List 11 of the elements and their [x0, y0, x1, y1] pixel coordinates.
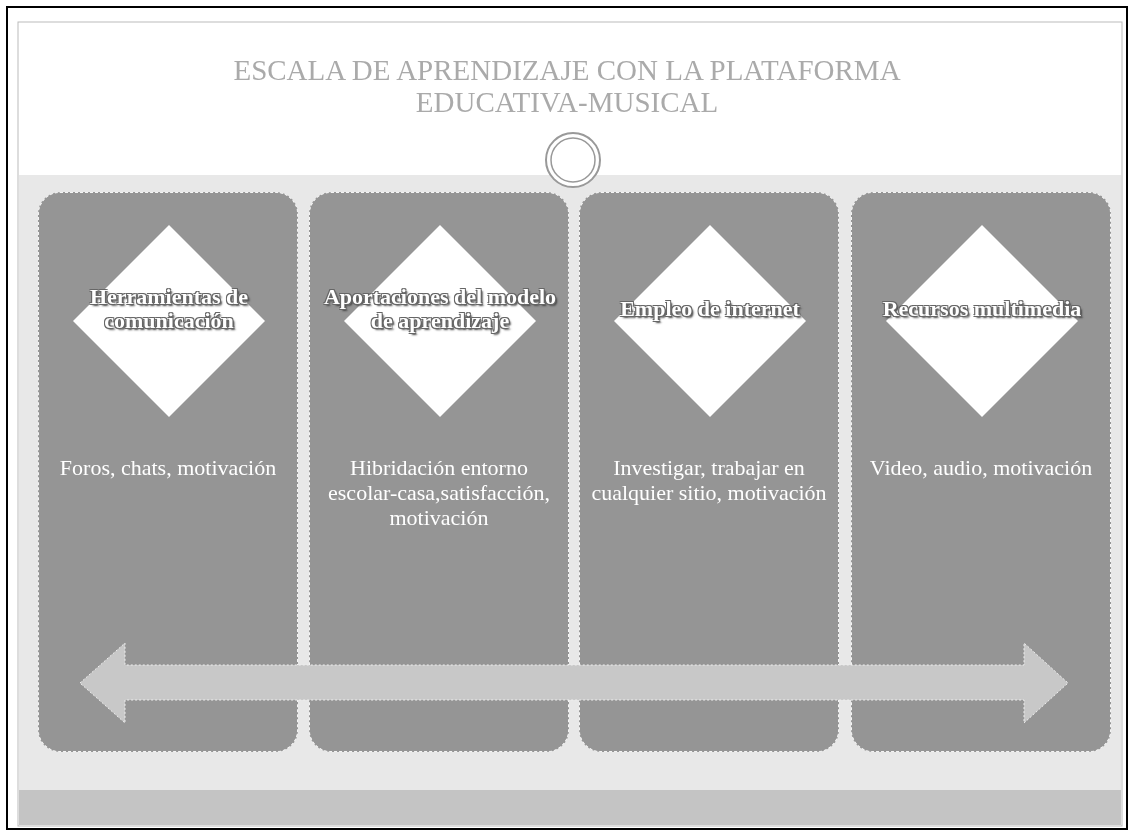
title: ESCALA DE APRENDIZAJE CON LA PLATAFORMA EDUCATIVA-MUSICAL	[232, 54, 902, 118]
column-text: Hibridación entorno escolar-casa,satisfacción, motivación	[327, 455, 551, 530]
column-panel	[309, 192, 569, 752]
heading-diamond	[73, 225, 265, 417]
column-text: Investigar, trabajar en cualquier sitio, motivación	[590, 455, 828, 505]
column-text: Video, audio, motivación	[868, 455, 1094, 480]
column-text: Foros, chats, motivación	[58, 455, 278, 480]
column-panel	[851, 192, 1111, 752]
heading-diamond	[614, 225, 806, 417]
column-panel	[38, 192, 298, 752]
column-panel	[579, 192, 839, 752]
